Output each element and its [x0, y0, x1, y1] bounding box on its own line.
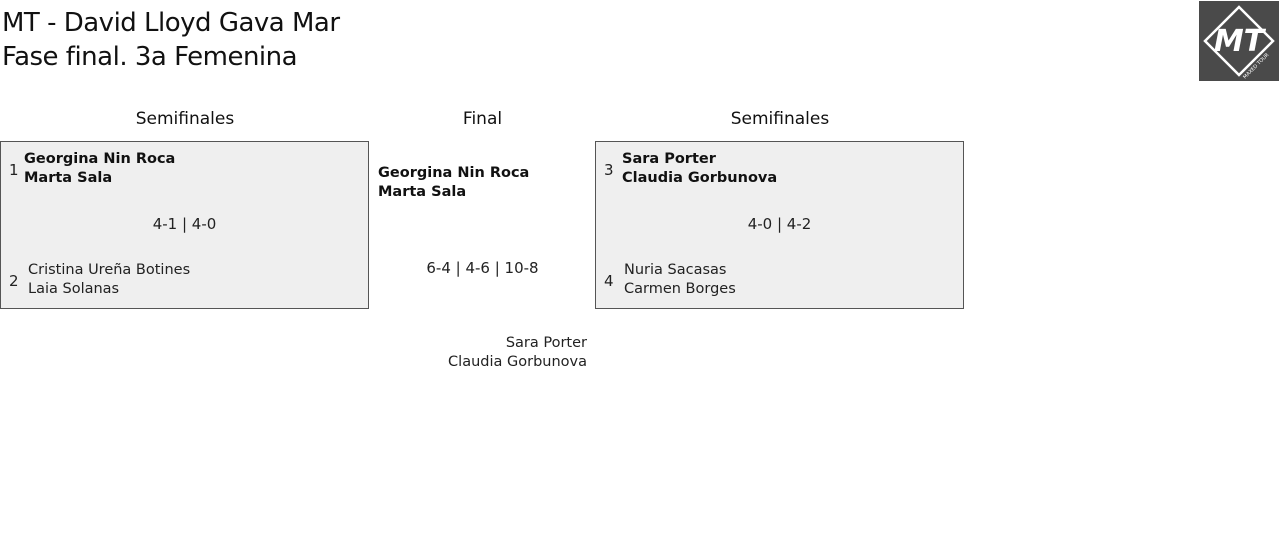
page-title: MT - David Lloyd Gava Mar Fase final. 3a… [2, 6, 340, 74]
semifinal-right-match[interactable]: 3 Sara Porter Claudia Gorbunova 4-0 | 4-… [595, 141, 964, 309]
team-winner: Sara Porter Claudia Gorbunova [622, 150, 777, 188]
player-name: Sara Porter [505, 335, 587, 351]
player-name: Georgina Nin Roca [24, 151, 176, 167]
player-name: Cristina Ureña Botines [28, 262, 191, 278]
final-score: 6-4 | 4-6 | 10-8 [426, 259, 539, 277]
final-team-loser: Sara Porter Claudia Gorbunova [380, 334, 587, 372]
match-score: 4-1 | 4-0 [152, 215, 217, 233]
seed-number: 4 [604, 272, 614, 290]
phase-name: Fase final. 3a Femenina [2, 42, 298, 72]
match-score: 4-0 | 4-2 [747, 215, 812, 233]
logo-text: MT [1214, 24, 1267, 59]
final-team-winner: Georgina Nin Roca Marta Sala [378, 164, 529, 202]
column-header-semifinals-left: Semifinales [135, 109, 235, 129]
seed-number: 1 [9, 161, 19, 179]
player-name: Sara Porter [622, 151, 716, 167]
player-name: Carmen Borges [624, 281, 736, 297]
player-name: Nuria Sacasas [624, 262, 727, 278]
team-loser: Cristina Ureña Botines Laia Solanas [28, 261, 190, 299]
team-winner: Georgina Nin Roca Marta Sala [24, 150, 175, 188]
player-name: Marta Sala [24, 170, 113, 186]
player-name: Claudia Gorbunova [622, 170, 778, 186]
player-name: Claudia Gorbunova [448, 354, 587, 370]
tournament-name: MT - David Lloyd Gava Mar [2, 8, 340, 38]
player-name: Laia Solanas [28, 281, 120, 297]
column-header-final: Final [462, 109, 503, 129]
player-name: Georgina Nin Roca [378, 165, 530, 181]
mt-logo-icon: MT MAXED TOUR [1199, 1, 1279, 81]
logo-graphic: MT MAXED TOUR [1203, 5, 1275, 80]
team-loser: Nuria Sacasas Carmen Borges [624, 261, 736, 299]
column-header-semifinals-right: Semifinales [730, 109, 830, 129]
seed-number: 3 [604, 161, 614, 179]
player-name: Marta Sala [378, 184, 467, 200]
semifinal-left-match[interactable]: 1 Georgina Nin Roca Marta Sala 4-1 | 4-0… [0, 141, 369, 309]
seed-number: 2 [9, 272, 19, 290]
